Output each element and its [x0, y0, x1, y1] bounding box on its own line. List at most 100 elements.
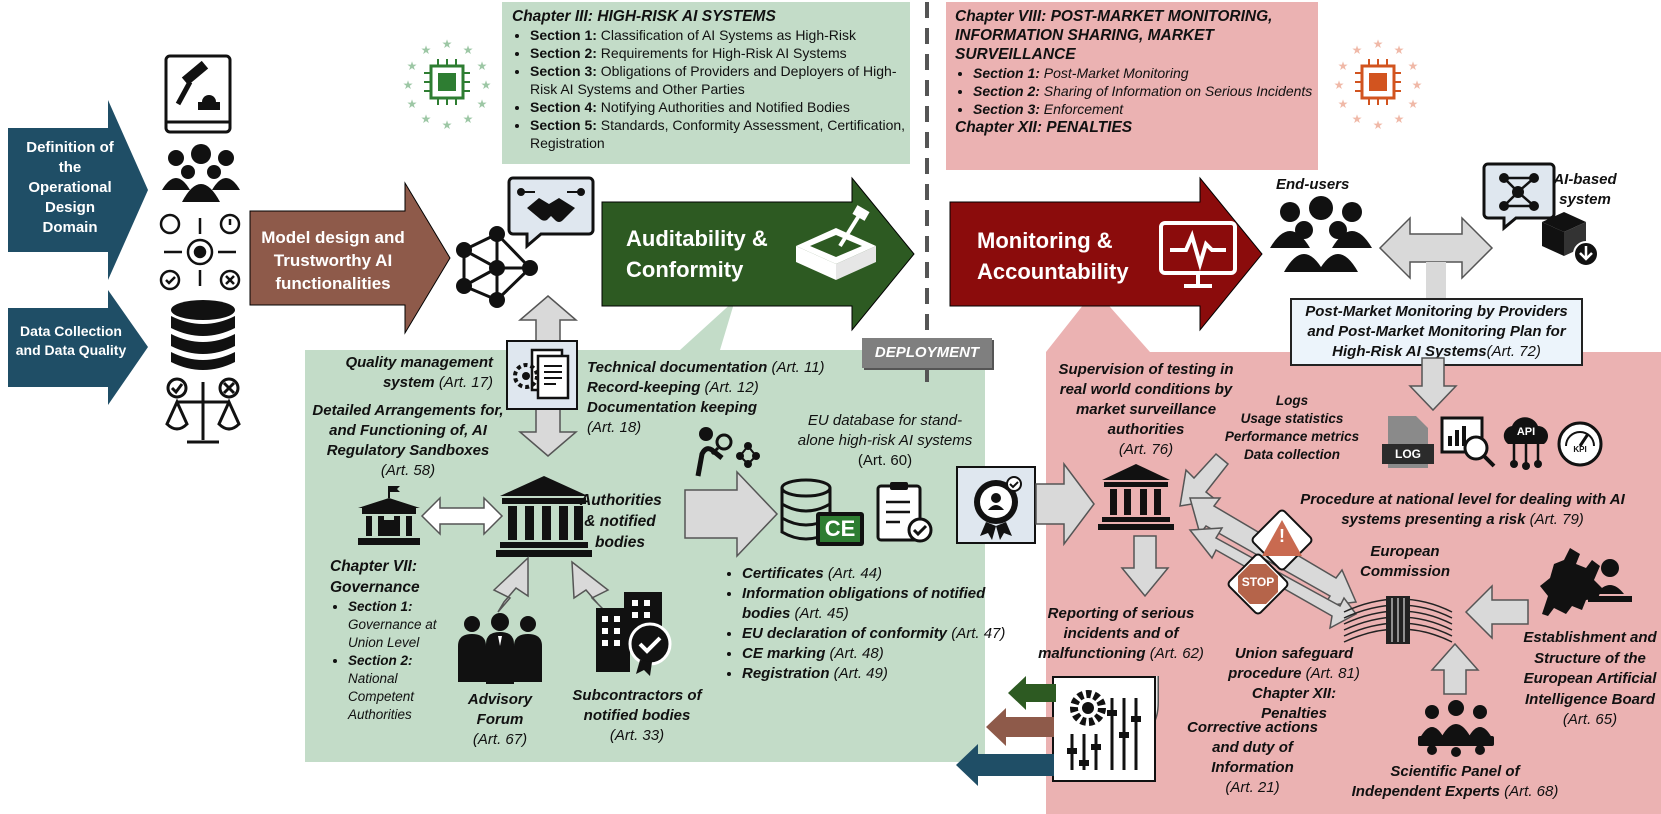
- kpi-badge: KPI: [1573, 445, 1587, 454]
- law-book-icon: [164, 54, 232, 134]
- commission-left-arrow: [1464, 584, 1529, 640]
- svg-text:★: ★: [1352, 43, 1363, 57]
- process-gear-icon: [159, 213, 241, 291]
- api-badge: API: [1516, 426, 1536, 438]
- advisory-up-arrow: [492, 556, 529, 613]
- svg-text:★: ★: [1408, 97, 1419, 111]
- union-safeguard-label: Union safeguard procedure (Art. 81)Chapt…: [1228, 645, 1360, 722]
- pmm-title: Post-Market Monitoring by Providers and …: [1305, 303, 1568, 360]
- certificate-to-authority-arrow: [1035, 461, 1095, 547]
- chapter3-box: Chapter III: HIGH-RISK AI SYSTEMS Sectio…: [512, 7, 907, 152]
- ai-system-icon: [1482, 162, 1599, 267]
- svg-text:★: ★: [442, 118, 453, 132]
- checklist-icon: [876, 482, 933, 543]
- inspector-network-icon: [695, 427, 760, 477]
- model-design-label: Model design and Trustworthy AI function…: [261, 228, 405, 293]
- usage-stats-item: Usage statistics: [1240, 411, 1344, 426]
- monitor-heartbeat-icon: [1159, 221, 1237, 288]
- chapter3-section-5: Section 5: Standards, Conformity Assessm…: [530, 116, 907, 152]
- log-file-icon: [1382, 416, 1434, 468]
- chapter8-box: Chapter VIII: POST-MARKET MONITORING, IN…: [955, 7, 1315, 137]
- pmm-down-arrow: [1408, 357, 1458, 412]
- subcontractors-label: Subcontractors of notified bodies(Art. 3…: [572, 687, 702, 744]
- eu-declaration-item: EU declaration of conformity (Art. 47): [742, 624, 1012, 644]
- svg-text:★: ★: [421, 112, 432, 126]
- chapter12-title: Chapter XII: PENALTIES: [955, 119, 1133, 136]
- corrective-label: Corrective actions and duty of Informati…: [1187, 719, 1318, 796]
- european-commission-label: European Commission: [1359, 543, 1450, 580]
- qms-label: Quality management system (Art. 17): [345, 354, 493, 391]
- penalties-label: Chapter XII: Penalties: [1251, 685, 1337, 722]
- performance-metrics-item: Performance metrics: [1224, 429, 1360, 444]
- logs-to-authority-arrow: [1179, 452, 1230, 507]
- svg-text:★: ★: [1412, 78, 1423, 92]
- svg-text:★: ★: [1338, 97, 1349, 111]
- governance-building-icon: [358, 486, 420, 545]
- commission-building-icon: [1343, 596, 1453, 644]
- svg-text:★: ★: [442, 37, 453, 51]
- advisory-forum-label: Advisory Forum(Art. 67): [467, 691, 533, 748]
- reporting-label: Reporting of serious incidents and of ma…: [1038, 605, 1204, 662]
- chapter3-title: Chapter III: HIGH-RISK AI SYSTEMS: [512, 8, 776, 25]
- chapter8-section-2: Section 2: Sharing of Information on Ser…: [973, 82, 1315, 100]
- chapter3-section-1: Section 1: Classification of AI Systems …: [530, 26, 907, 44]
- auditability-label: Auditability & Conformity: [626, 226, 768, 282]
- technical-doc-label: Technical documentation (Art. 11): [587, 359, 825, 376]
- corrective-arrow-green: [1008, 676, 1056, 710]
- technical-doc-block: Technical documentation (Art. 11) Record…: [587, 358, 847, 438]
- svg-text:★: ★: [403, 78, 414, 92]
- warning-icon: [1251, 509, 1313, 571]
- authorities-building-icon: [496, 476, 592, 557]
- ce-database-icon: [780, 478, 864, 546]
- authority-down-arrow: [1120, 535, 1170, 598]
- governance-block: Chapter VII: Governance Section 1: Gover…: [330, 556, 460, 724]
- svg-text:★: ★: [1394, 112, 1405, 126]
- eu-database-label: EU database for stand-alone high-risk AI…: [797, 412, 973, 469]
- svg-text:★: ★: [421, 43, 432, 57]
- database-icon: [171, 300, 235, 370]
- authorities-to-database-arrow: [684, 470, 779, 558]
- chapter3-panel: [502, 2, 910, 164]
- odd-arrow: [8, 100, 148, 280]
- scientific-panel-label: Scientific Panel of Independent Experts …: [1351, 763, 1559, 800]
- monitoring-arrow: [949, 176, 1263, 332]
- svg-text:★: ★: [1373, 118, 1384, 132]
- handshake-bubble-icon: [507, 176, 595, 250]
- chapter8-sections: Section 1: Post-Market Monitoring Sectio…: [955, 64, 1315, 118]
- governance-section-1: Section 1: Governance at Union Level: [348, 598, 460, 652]
- odd-label: Definition of the Operational Design Dom…: [26, 139, 114, 236]
- svg-text:★: ★: [1338, 59, 1349, 73]
- balance-scale-icon: [165, 377, 241, 444]
- analytics-magnifier-icon: [1440, 416, 1496, 468]
- api-cloud-icon: [1503, 417, 1548, 470]
- chapter8-title: Chapter VIII: POST-MARKET MONITORING, IN…: [955, 8, 1273, 63]
- svg-text:★: ★: [477, 97, 488, 111]
- certificates-item: Certificates (Art. 44): [742, 564, 1012, 584]
- svg-text:★: ★: [1394, 43, 1405, 57]
- supervision-label: Supervision of testing in real world con…: [1058, 361, 1234, 458]
- corrective-arrow-brown: [986, 708, 1054, 746]
- chapter8-panel: [946, 2, 1318, 170]
- pmm-box: Post-Market Monitoring by Providers and …: [1290, 298, 1583, 366]
- governance-double-arrow: [420, 496, 504, 536]
- warning-badge: !: [1279, 526, 1285, 546]
- ce-marking-item: CE marking (Art. 48): [742, 644, 1012, 664]
- chapter8-section-3: Section 3: Enforcement: [973, 100, 1315, 118]
- monitoring-label: Monitoring & Accountability: [977, 228, 1129, 284]
- svg-text:★: ★: [1408, 59, 1419, 73]
- market-authority-building-icon: [1098, 464, 1174, 530]
- svg-text:★: ★: [407, 59, 418, 73]
- subcontractors-up-arrow: [571, 560, 610, 611]
- chapter3-sections: Section 1: Classification of AI Systems …: [512, 26, 907, 152]
- logs-list: Logs Usage statistics Performance metric…: [1220, 392, 1364, 464]
- panel-up-arrow: [1430, 642, 1480, 695]
- conformity-bullets: Certificates (Art. 44) Information oblig…: [724, 564, 1012, 684]
- chapter3-section-3: Section 3: Obligations of Providers and …: [530, 62, 907, 98]
- data-collection-item: Data collection: [1243, 447, 1341, 462]
- svg-text:★: ★: [407, 97, 418, 111]
- logs-item: Logs: [1275, 393, 1309, 408]
- deployment-badge: DEPLOYMENT: [862, 338, 992, 368]
- data-quality-label: Data Collection and Data Quality: [15, 323, 127, 358]
- svg-text:★: ★: [463, 112, 474, 126]
- users-system-double-arrow: [1378, 216, 1494, 280]
